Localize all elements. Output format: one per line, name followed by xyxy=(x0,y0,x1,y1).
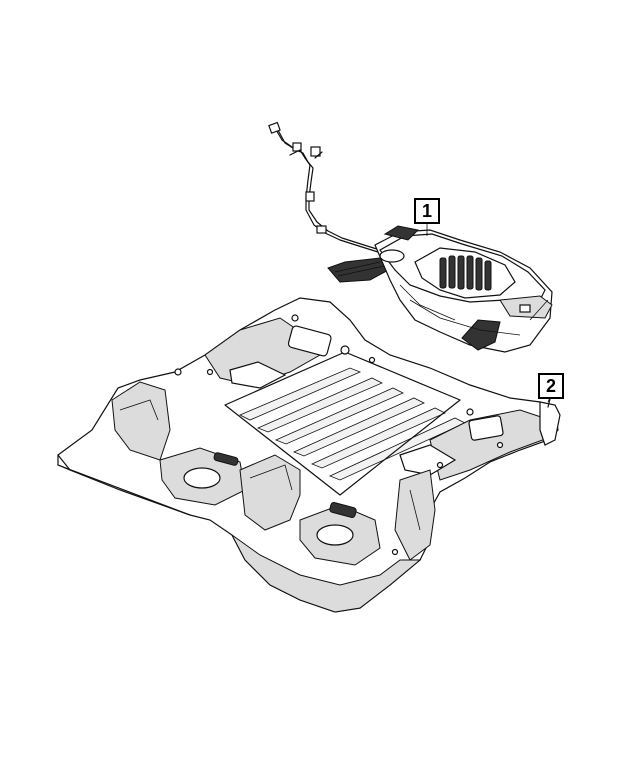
callout-2-label: 2 xyxy=(545,375,556,396)
callout-2: 2 xyxy=(538,373,564,399)
tank-assembly xyxy=(327,225,553,353)
floor-pan xyxy=(57,223,561,613)
callout-1: 1 xyxy=(414,198,440,224)
callout-1-label: 1 xyxy=(421,200,432,221)
wiring-harness xyxy=(268,121,381,253)
